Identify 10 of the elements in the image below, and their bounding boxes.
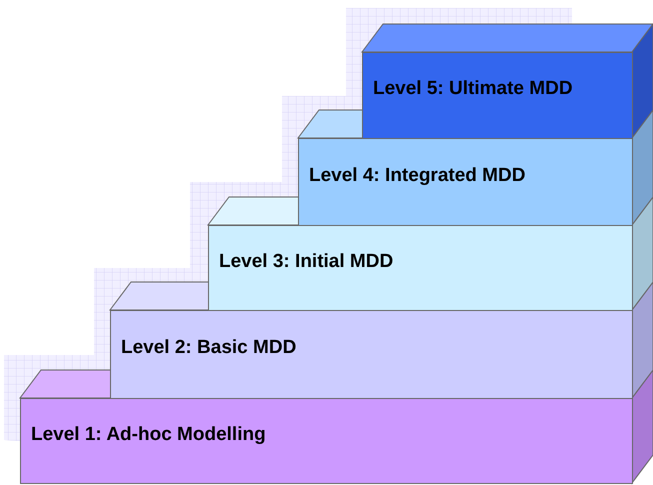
step-front-face: [298, 138, 633, 226]
level-label: Level 3: Initial MDD: [219, 250, 394, 274]
step-front-face: [110, 310, 633, 399]
level-label: Level 2: Basic MDD: [121, 336, 296, 360]
step-front-face: [362, 52, 633, 139]
level-label: Level 1: Ad-hoc Modelling: [31, 422, 266, 447]
level-label: Level 5: Ultimate MDD: [373, 77, 573, 102]
step-front-face: [208, 225, 633, 311]
step-front-face: [20, 398, 633, 484]
level-label: Level 4: Integrated MDD: [309, 164, 526, 188]
